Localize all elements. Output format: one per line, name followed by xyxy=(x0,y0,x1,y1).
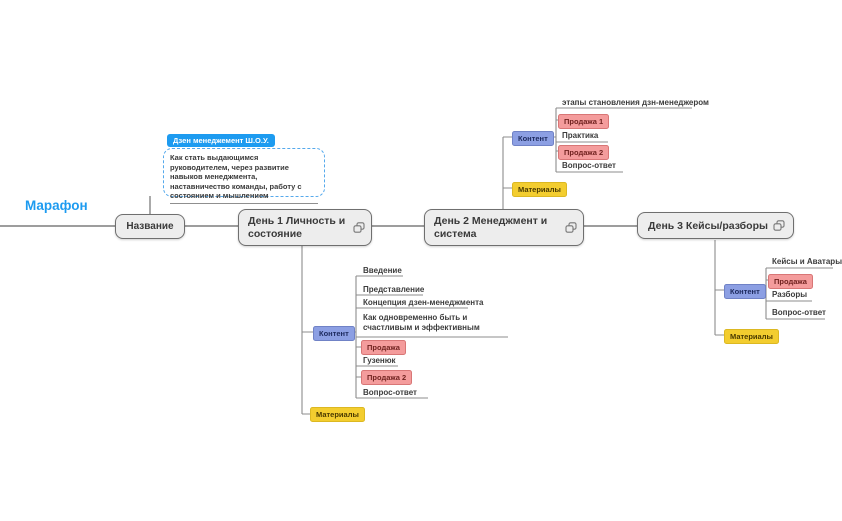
callout-note[interactable]: Как стать выдающимся руководителем, чере… xyxy=(163,148,325,204)
topic-day3[interactable]: День 3 Кейсы/разборы xyxy=(637,212,794,239)
sale-chip-day1-1[interactable]: Продажа xyxy=(361,340,406,355)
subtopic-day2-stages[interactable]: этапы становления дзн-менеджером xyxy=(562,98,709,107)
sale-chip-day1-2[interactable]: Продажа 2 xyxy=(361,370,413,385)
subtopic-day2-qa[interactable]: Вопрос-ответ xyxy=(562,161,616,170)
sale-chip-day2-2[interactable]: Продажа 2 xyxy=(558,144,610,160)
topic-day1-label: День 1 Личность и состояние xyxy=(248,215,346,240)
callout-title-tag[interactable]: Дзен менеджемент Ш.О.У. xyxy=(167,134,275,147)
subtopic-day2-practice[interactable]: Практика xyxy=(562,131,599,140)
linked-topics-icon[interactable] xyxy=(353,222,365,233)
subtopic-day1-intro[interactable]: Введение xyxy=(363,266,402,275)
subtopic-day1-presentation[interactable]: Представление xyxy=(363,284,425,294)
subtopic-day1-guzenyuk[interactable]: Гузенюк xyxy=(363,356,396,365)
topic-day2[interactable]: День 2 Менеджмент и система xyxy=(424,209,584,246)
topic-title-label: Название xyxy=(126,221,174,232)
subtopic-day1-happy-effective[interactable]: Как одновременно быть и счастливым и эфф… xyxy=(363,313,480,332)
sale-chip-day2-1[interactable]: Продажа 1 xyxy=(558,113,610,129)
subtopic-day3-breakdowns[interactable]: Разборы xyxy=(772,290,808,299)
linked-topics-icon[interactable] xyxy=(565,222,577,233)
topic-day2-label: День 2 Менеджмент и система xyxy=(434,215,548,240)
topic-day3-label: День 3 Кейсы/разборы xyxy=(648,219,768,232)
subtopic-day1-concept[interactable]: Концепция дзен-менеджмента xyxy=(363,298,484,307)
callout-body-text: Как стать выдающимся руководителем, чере… xyxy=(170,153,318,204)
linked-topics-icon[interactable] xyxy=(773,220,785,231)
materials-chip-day3[interactable]: Материалы xyxy=(724,328,779,344)
content-chip-day3[interactable]: Контент xyxy=(724,283,766,299)
content-chip-day1[interactable]: Контент xyxy=(313,325,355,341)
topic-day1[interactable]: День 1 Личность и состояние xyxy=(238,209,372,246)
content-chip-day2[interactable]: Контент xyxy=(512,130,554,146)
sale-chip-day3-1[interactable]: Продажа xyxy=(768,273,813,289)
topic-title[interactable]: Название xyxy=(115,214,185,239)
root-topic-marathon[interactable]: Марафон xyxy=(25,198,88,213)
subtopic-day3-qa[interactable]: Вопрос-ответ xyxy=(772,308,826,317)
materials-chip-day1[interactable]: Материалы xyxy=(310,407,365,422)
subtopic-day3-cases-avatars[interactable]: Кейсы и Аватары xyxy=(772,257,842,266)
materials-chip-day2[interactable]: Материалы xyxy=(512,181,567,197)
subtopic-day1-qa[interactable]: Вопрос-ответ xyxy=(363,388,417,397)
